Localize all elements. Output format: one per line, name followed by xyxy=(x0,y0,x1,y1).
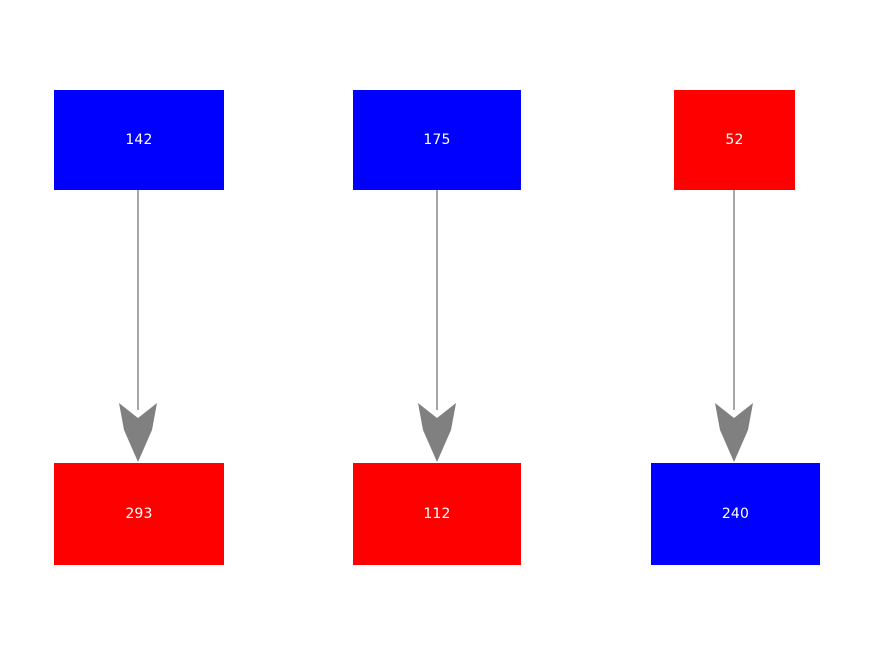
node-293[interactable]: 293 xyxy=(54,463,224,565)
node-240[interactable]: 240 xyxy=(651,463,820,565)
arrowhead-icon xyxy=(418,403,456,462)
edge-52-to-240 xyxy=(715,190,753,462)
arrowhead-icon xyxy=(715,403,753,462)
node-142[interactable]: 142 xyxy=(54,90,224,190)
node-label: 175 xyxy=(423,132,451,148)
node-label: 112 xyxy=(423,506,451,522)
edge-142-to-293 xyxy=(119,190,157,462)
node-112[interactable]: 112 xyxy=(353,463,521,565)
node-label: 293 xyxy=(125,506,153,522)
node-label: 240 xyxy=(721,506,750,522)
node-label: 52 xyxy=(725,132,744,148)
arrowhead-icon xyxy=(119,403,157,462)
node-175[interactable]: 175 xyxy=(353,90,521,190)
node-label: 142 xyxy=(125,132,153,148)
node-52[interactable]: 52 xyxy=(674,90,795,190)
edge-175-to-112 xyxy=(418,190,456,462)
